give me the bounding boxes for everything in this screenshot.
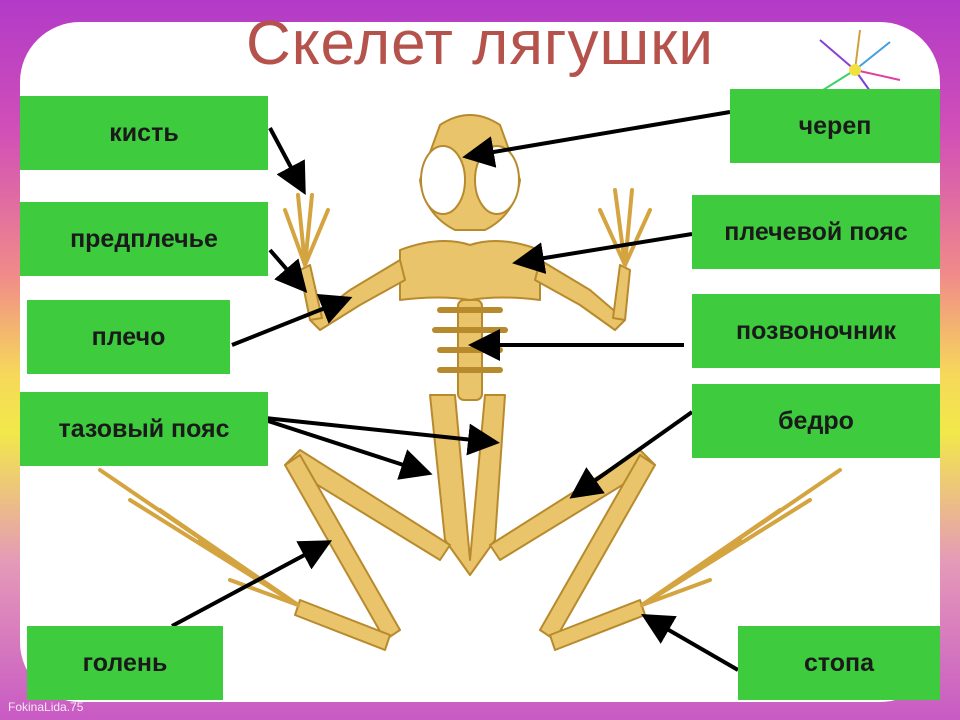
label-bedro: бедро [692, 384, 940, 458]
arrow-plechevoy [512, 232, 693, 274]
shoulder-girdle [399, 240, 541, 301]
skeleton [98, 114, 842, 651]
label-golen: голень [27, 626, 223, 700]
firework-decoration [814, 29, 901, 106]
arrow-stopa [641, 613, 740, 672]
arrow-predpleche [268, 248, 308, 294]
left-upper-arm [309, 259, 406, 331]
right-upper-arm [534, 259, 626, 331]
label-cherep: череп [730, 89, 940, 163]
arrow-kist [268, 127, 306, 196]
right-forearm [612, 264, 631, 321]
arrow-tazovy-2 [264, 418, 433, 480]
left-ankle [294, 599, 391, 651]
arrow-golen [171, 540, 333, 628]
arrow-tazovy-1 [264, 416, 500, 456]
label-kist: кисть [20, 96, 268, 170]
credit-text: FokinaLida.75 [8, 700, 84, 714]
label-stopa: стопа [738, 626, 940, 700]
arrow-bedro [569, 410, 694, 499]
label-plechevoy: плечевой пояс [692, 195, 940, 269]
left-tibia [284, 454, 401, 641]
page-title: Скелет лягушки [245, 9, 715, 78]
arrow-plecho [231, 294, 353, 347]
label-pozvonochnik: позвоночник [692, 294, 940, 368]
label-predpleche: предплечье [20, 202, 268, 276]
right-tibia [539, 454, 656, 641]
arrow-cherep [462, 110, 731, 168]
label-plecho: плечо [27, 300, 230, 374]
label-tazovy: тазовый пояс [20, 392, 268, 466]
arrows [171, 110, 740, 672]
